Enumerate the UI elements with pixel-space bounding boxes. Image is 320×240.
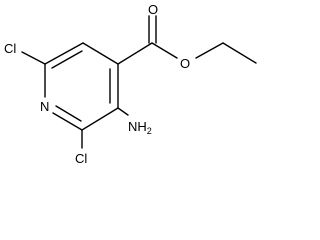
carbonyl-oxygen-label: O: [148, 2, 158, 17]
bond-carbonyl-ether-o: [151, 42, 178, 59]
bond-n1-c2-inner: [55, 105, 82, 122]
bond-c4-carbonyl: [117, 42, 153, 65]
structure-canvas: O O N Cl Cl NH2: [4, 2, 257, 166]
bond-c5-c6-inner: [51, 50, 83, 69]
bond-c3-nh2: [117, 107, 129, 116]
amino-group-label: NH2: [128, 119, 152, 136]
amino-subscript-text: 2: [147, 126, 152, 136]
amino-main-text: NH: [128, 119, 147, 134]
bond-c4-c5: [82, 42, 119, 65]
bond-n1-c2: [52, 112, 83, 131]
chlorine-bottom-label: Cl: [75, 151, 87, 166]
chlorine-top-left-label: Cl: [4, 41, 16, 56]
bond-ch2-ch3: [222, 42, 257, 64]
bond-c5-c6: [44, 42, 84, 65]
ether-oxygen-label: O: [180, 56, 190, 71]
bond-c2-c3: [81, 107, 119, 131]
ring-nitrogen-label: N: [40, 99, 49, 114]
bond-c6-cl: [21, 51, 46, 65]
bond-ether-o-ch2: [195, 42, 224, 59]
molecule-drawing: O O N Cl Cl NH2: [4, 2, 257, 166]
